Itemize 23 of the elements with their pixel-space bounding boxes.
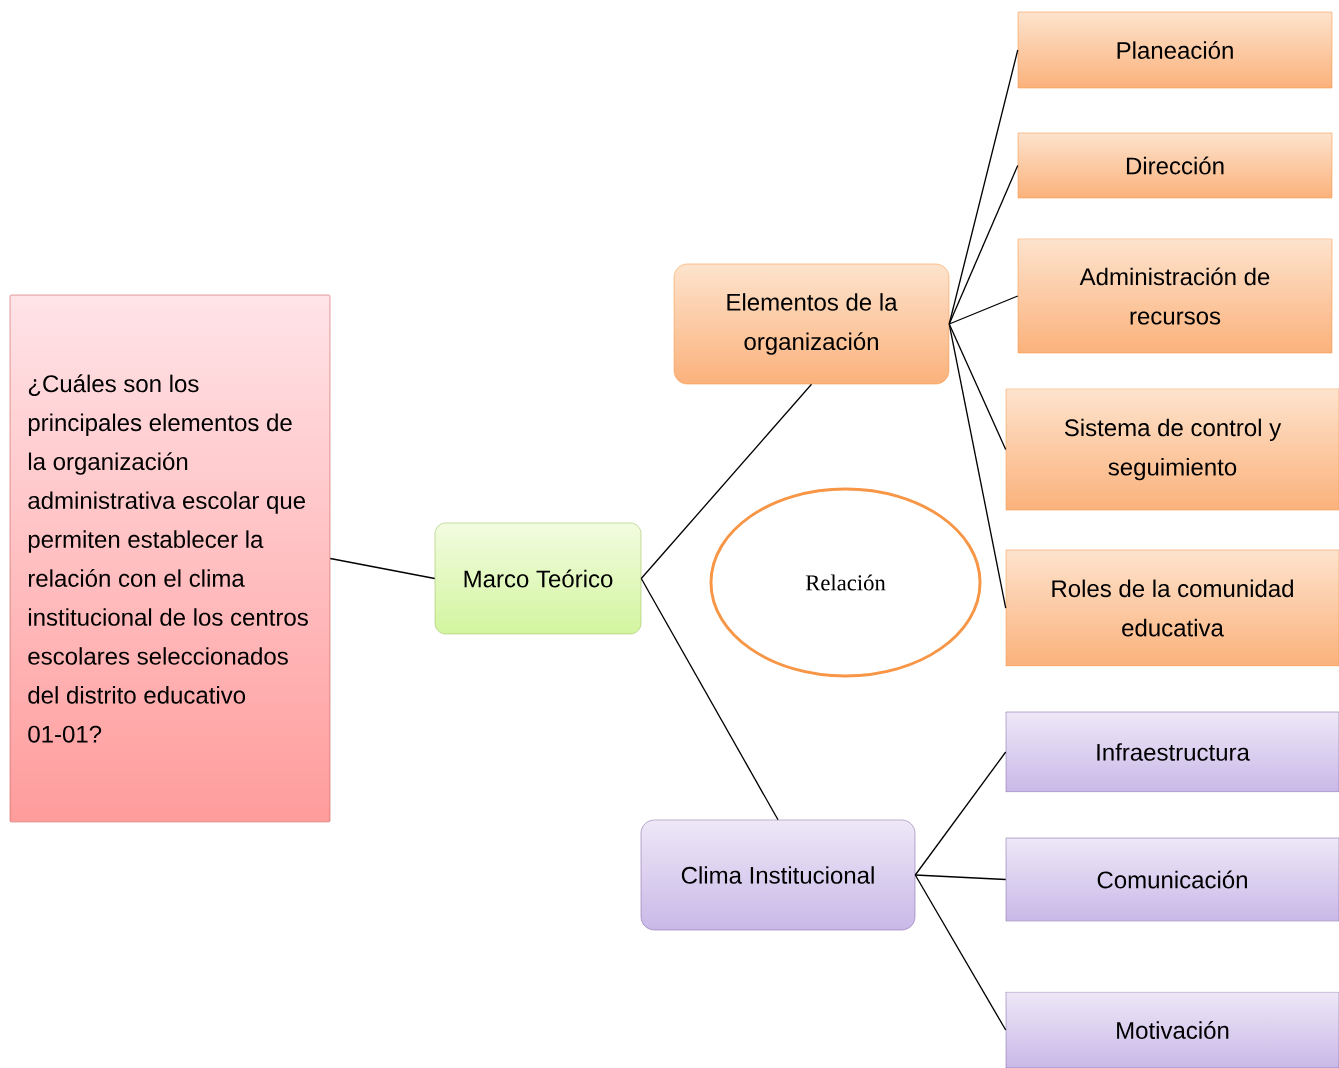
connector-line	[914, 874, 1007, 1031]
connector-line	[640, 577, 779, 821]
question-box: ¿Cuáles son los principales elementos de la organización administrativa escolar que permiten establecer la relación con el clima institucional de los centros escolares seleccionados del distrito educativo 01-01?	[9, 294, 331, 823]
item-box: Planeación	[1017, 11, 1333, 89]
item-box: Comunicación	[1005, 837, 1339, 922]
topic-box: Marco Teórico	[434, 522, 642, 635]
connector-line	[948, 323, 1007, 609]
item-box: Dirección	[1017, 132, 1333, 199]
connector-line	[948, 164, 1019, 325]
category-box: Clima Institucional	[640, 819, 916, 931]
item-box: Motivación	[1005, 991, 1339, 1068]
connector-line	[948, 295, 1019, 325]
item-box: Infraestructura	[1005, 711, 1339, 793]
connector-line	[914, 874, 1007, 881]
connector-line	[640, 383, 813, 580]
connector-line	[329, 557, 436, 580]
connector-line	[948, 323, 1007, 451]
category-box: Elementos de la organización	[673, 263, 950, 385]
item-box: Roles de la comunidad educativa	[1005, 549, 1339, 667]
item-box: Sistema de control y seguimiento	[1005, 388, 1339, 511]
connector-line	[948, 49, 1019, 325]
connector-line	[914, 751, 1007, 876]
item-box: Administración de recursos	[1017, 238, 1333, 354]
